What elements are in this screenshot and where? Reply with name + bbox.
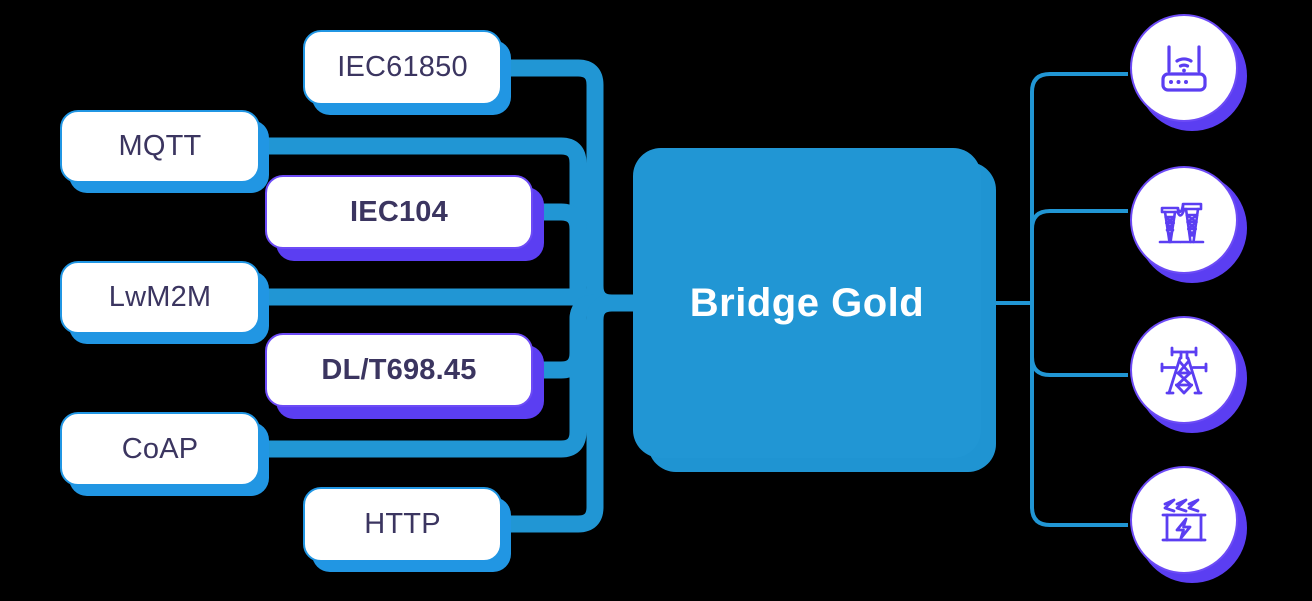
endpoint-circle: [1130, 316, 1238, 424]
power-substation-icon: [1161, 498, 1207, 542]
endpoint-power-pylon[interactable]: [1130, 316, 1247, 433]
protocol-label: HTTP: [364, 508, 441, 540]
endpoint-power-substation[interactable]: [1130, 466, 1247, 583]
wire-endpoint-1: [1030, 72, 1128, 303]
bridge-gold-card[interactable]: Bridge Gold: [633, 148, 981, 458]
endpoint-circle: [1130, 14, 1238, 122]
protocol-label: LwM2M: [108, 281, 212, 313]
protocol-box-mqtt[interactable]: MQTT: [60, 110, 260, 183]
protocol-box-dlt69845[interactable]: DL/T698.45: [265, 333, 533, 407]
wire-endpoint-4: [1030, 303, 1128, 527]
endpoint-wireless-router[interactable]: [1130, 14, 1247, 131]
protocol-box-coap[interactable]: CoAP: [60, 412, 260, 486]
protocol-label: DL/T698.45: [321, 353, 477, 386]
protocol-label: IEC61850: [337, 51, 468, 83]
endpoint-transmission-towers[interactable]: [1130, 166, 1247, 283]
protocol-box-http[interactable]: HTTP: [303, 487, 502, 562]
transmission-towers-icon: [1158, 202, 1205, 244]
protocol-label: MQTT: [118, 130, 202, 162]
endpoint-circle: [1130, 166, 1238, 274]
wire-coap: [260, 294, 596, 458]
protocol-box-iec61850[interactable]: IEC61850: [303, 30, 502, 105]
protocol-box-lwm2m[interactable]: LwM2M: [60, 261, 260, 334]
endpoint-circle: [1130, 466, 1238, 574]
power-pylon-icon: [1160, 346, 1208, 395]
wire-http: [502, 294, 640, 533]
wireless-router-icon: [1161, 45, 1207, 92]
protocol-label: IEC104: [350, 195, 448, 228]
protocol-label: CoAP: [121, 432, 199, 465]
bridge-gold-label: Bridge Gold: [689, 280, 925, 325]
wire-endpoint-2: [1030, 209, 1128, 303]
protocol-box-iec104[interactable]: IEC104: [265, 175, 533, 249]
